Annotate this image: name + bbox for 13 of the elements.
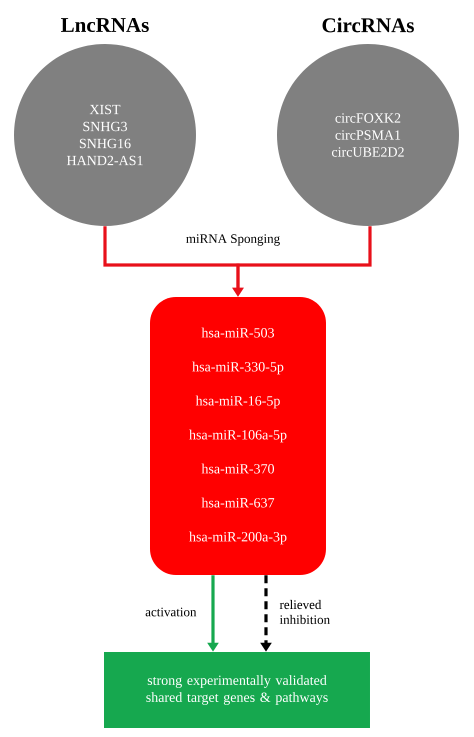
node-label: SNHG16 [80,138,131,148]
rounded-box: hsa-miR-503 hsa-miR-330-5p hsa-miR-16-5p hsa-miR-106a-5p hsa-miR-370 hsa-miR-637 hsa-miR-200a-3p [150,297,326,575]
edge-label: activation [146,608,196,616]
circle-node: circFOXK2 circPSMA1 circUBE2D2 [277,44,459,226]
heading: LncRNAs [61,18,149,32]
edge-label: relieved inhibition [280,600,330,624]
node-label: SNHG3 [83,122,128,132]
heading: CircRNAs [322,18,414,32]
node-label: XIST [90,104,120,114]
result-box: strong experimentally validated shared target genes & pathways [104,652,370,728]
circle-node: XIST SNHG3 SNHG16 HAND2-AS1 [14,44,196,226]
node-label: HAND2-AS1 [66,156,143,166]
edge-label: miRNA Sponging [186,234,280,246]
